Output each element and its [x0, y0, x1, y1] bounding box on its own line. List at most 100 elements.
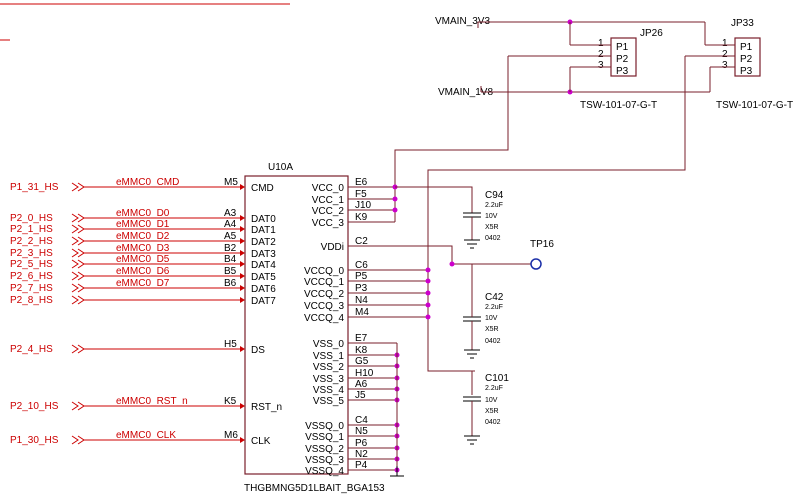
pin-name: VCC_2	[312, 206, 345, 217]
ball-label: M5	[224, 177, 238, 188]
net-label: P2_1_HS	[10, 224, 53, 235]
vcc-feed-wire	[394, 56, 509, 187]
signal-label: eMMC0_D0	[116, 208, 170, 219]
jp26-num1: 1	[598, 38, 604, 49]
ball-label: N4	[355, 295, 368, 306]
pin-name: CLK	[251, 436, 271, 447]
pin-name: VDDi	[321, 242, 344, 253]
pin-name: DAT2	[251, 237, 276, 248]
c42-voltage: 10V	[485, 315, 498, 322]
vcc-junction-2	[392, 207, 398, 213]
signal-label: eMMC0_CLK	[116, 430, 176, 441]
pin-name: VSSQ_1	[305, 432, 344, 443]
port-arrow-icon	[71, 182, 85, 192]
pin-name: VSSQ_3	[305, 455, 344, 466]
c94-voltage: 10V	[485, 213, 498, 220]
port-arrow-icon	[71, 213, 85, 223]
vcc-junction-1	[392, 196, 398, 202]
c101-dielectric: X5R	[485, 408, 499, 415]
ball-label: H5	[224, 339, 237, 350]
net-label: P2_7_HS	[10, 283, 53, 294]
jp33-pin3: P3	[740, 66, 753, 77]
port-arrow-icon	[71, 259, 85, 269]
pin-name: VCC_3	[312, 218, 345, 229]
jp26-pin2: P2	[616, 54, 629, 65]
ball-label: B4	[224, 254, 237, 265]
jp26-pin1: P1	[616, 42, 629, 53]
ball-label: J5	[355, 390, 366, 401]
ball-label: A6	[355, 379, 368, 390]
jp26-ref: JP26	[640, 28, 663, 39]
ball-label: H10	[355, 368, 374, 379]
pin-arrow-icon	[240, 403, 245, 409]
c42-value: 2.2uF	[485, 304, 503, 311]
c94-value: 2.2uF	[485, 202, 503, 209]
rail-3v3-label: VMAIN_3V3	[435, 16, 490, 27]
c94-package: 0402	[485, 235, 501, 242]
net-label: P2_10_HS	[10, 401, 59, 412]
pin-arrow-icon	[240, 273, 245, 279]
ball-label: A4	[224, 219, 237, 230]
capacitor-c42	[463, 307, 481, 359]
jp33-body	[734, 37, 761, 77]
net-label: P2_5_HS	[10, 259, 53, 270]
jp33-num1: 1	[722, 38, 728, 49]
pin-arrow-icon	[240, 297, 245, 303]
pin-arrow-icon	[240, 215, 245, 221]
ball-label: C4	[355, 415, 368, 426]
pin-arrow-icon	[240, 346, 245, 352]
jp26-body	[610, 37, 637, 77]
ball-label: K9	[355, 212, 368, 223]
c42-dielectric: X5R	[485, 326, 499, 333]
signal-label: eMMC0_D7	[116, 278, 170, 289]
port-arrow-icon	[71, 401, 85, 411]
vccq-junction-0	[425, 267, 431, 273]
c94-dielectric: X5R	[485, 224, 499, 231]
vddi-wire	[348, 245, 453, 264]
ball-label: C2	[355, 236, 368, 247]
port-arrow-icon	[71, 224, 85, 234]
ball-label: N2	[355, 449, 368, 460]
jp33-part-number: TSW-101-07-G-T	[716, 100, 793, 111]
pin-name: VSS_0	[313, 339, 345, 350]
port-arrow-icon	[71, 295, 85, 305]
pin-arrow-icon	[240, 226, 245, 232]
signal-label: eMMC0_D6	[116, 266, 170, 277]
pin-arrow-icon	[240, 285, 245, 291]
capacitor-c101	[463, 396, 481, 445]
vccq-feed-wire	[427, 56, 686, 372]
vccq-junction-1	[425, 278, 431, 284]
jp26-num3: 3	[598, 60, 604, 71]
net-label: P2_8_HS	[10, 295, 53, 306]
ball-label: A5	[224, 231, 237, 242]
jp26-part-number: TSW-101-07-G-T	[580, 100, 657, 111]
ball-label: B2	[224, 243, 237, 254]
vccq-junction-3	[425, 302, 431, 308]
ball-label: K8	[355, 345, 368, 356]
ball-label: P4	[355, 460, 368, 471]
net-label: P1_31_HS	[10, 182, 59, 193]
pin-name: VSS_4	[313, 385, 345, 396]
pin-name: VSS_5	[313, 396, 345, 407]
chip-part-number: THGBMNG5D1LBAIT_BGA153	[244, 483, 385, 494]
right-pins-group: VCC_0E6VCC_1F5VCC_2J10VCC_3K9VDDiC2VCCQ_…	[304, 177, 428, 477]
pin-name: DS	[251, 345, 265, 356]
pin-name: VCC_1	[312, 195, 345, 206]
pin-name: DAT3	[251, 249, 276, 260]
pin-name: DAT5	[251, 272, 276, 283]
ball-label: P6	[355, 438, 368, 449]
pin-name: DAT1	[251, 225, 276, 236]
port-arrow-icon	[71, 435, 85, 445]
pin-name: DAT6	[251, 284, 276, 295]
port-arrow-icon	[71, 283, 85, 293]
net-label: P2_0_HS	[10, 213, 53, 224]
pin-name: VCCQ_3	[304, 301, 344, 312]
c101-value: 2.2uF	[485, 385, 503, 392]
ball-label: P3	[355, 283, 368, 294]
c101-voltage: 10V	[485, 397, 498, 404]
pin-arrow-icon	[240, 261, 245, 267]
chip-ref: U10A	[268, 162, 293, 173]
tp16-ref: TP16	[530, 239, 554, 250]
